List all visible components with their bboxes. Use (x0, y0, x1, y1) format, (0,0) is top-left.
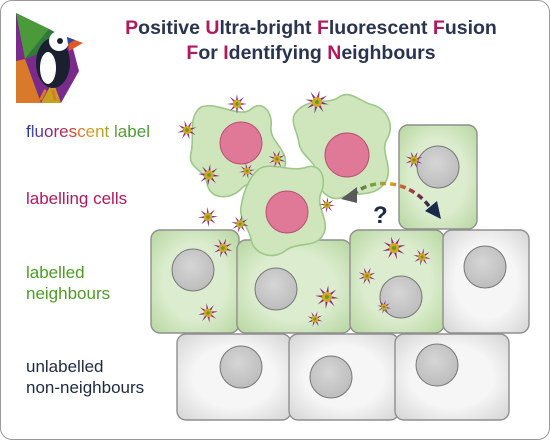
cell-nucleus (463, 245, 507, 289)
legend-letter: c (77, 122, 86, 141)
title-initial-letter: N (327, 42, 342, 64)
title-initial-letter: F (316, 17, 329, 39)
legend-labelled-neighbours: labelled neighbours (26, 262, 110, 304)
legend-labelling-cells: labelling cells (26, 189, 128, 208)
star-burst-icon (268, 150, 286, 168)
legend-unlabelled-line-2: non-neighbours (26, 378, 145, 397)
unlabelled-cell-row (176, 333, 510, 421)
star-burst-icon (377, 300, 391, 314)
legend-letter: l (146, 122, 150, 141)
puffin-logo (16, 13, 83, 103)
title-word-rest: ltra-bright (219, 17, 317, 39)
title-line-1: Positive Ultra-bright Fluorescent Fusion (91, 17, 531, 40)
title-word-rest: eighbours (341, 42, 436, 64)
title-word-rest: ositive (138, 17, 206, 39)
legend-letter: a (117, 122, 128, 141)
legend-letter: l (114, 122, 118, 141)
legend-letter: r (53, 122, 60, 141)
title-word-rest: dentifying (228, 42, 328, 64)
legend-letter: e (85, 122, 96, 141)
cell-nucleus (379, 275, 423, 319)
star-burst-icon (227, 94, 247, 114)
star-burst-icon (198, 164, 220, 186)
star-burst-icon (305, 90, 329, 114)
star-burst-icon (198, 303, 218, 323)
star-burst-icon (319, 197, 335, 213)
question-mark: ? (373, 202, 388, 229)
cell-nucleus (309, 355, 353, 399)
star-burst-icon (231, 215, 249, 233)
legend-unlabelled-line-1: unlabelled (26, 357, 104, 376)
star-burst-icon (382, 236, 406, 260)
legend-unlabelled-non-neighbours: unlabelled non-neighbours (26, 356, 144, 398)
legend-fluorescent-label: fluorescent label (26, 121, 150, 142)
legend-neighbours-line-1: labelled (26, 263, 85, 282)
cell-nucleus-pink (324, 132, 370, 178)
labelling-cells (189, 93, 391, 257)
legend-letter: e (59, 122, 69, 141)
title-line-2: For Identifying Neighbours (91, 42, 531, 65)
star-burst-icon (239, 163, 255, 179)
title-word-rest: or (198, 42, 224, 64)
legend-letter: l (30, 122, 35, 141)
title-word-rest: usion (444, 17, 497, 39)
cell-nucleus (415, 343, 459, 387)
fluorescent-labels (177, 90, 431, 327)
star-burst-icon (405, 151, 423, 169)
legend-letter: f (26, 122, 31, 141)
star-burst-icon (307, 311, 323, 327)
title-initial-letter: F (432, 17, 445, 39)
star-burst-icon (413, 248, 431, 266)
cell-nucleus (416, 145, 460, 189)
double-headed-arrow-icon (341, 181, 441, 219)
star-burst-icon (198, 207, 218, 227)
cell-nucleus-pink (265, 190, 309, 234)
title-initial-letter: I (223, 42, 229, 64)
title-initial-letter: P (125, 17, 139, 39)
star-burst-icon (358, 267, 376, 285)
star-burst-icon (213, 238, 233, 258)
star-burst-icon (315, 285, 339, 309)
legend-letter: u (34, 122, 44, 141)
neighbour-cell-row (150, 229, 530, 334)
legend-letter: b (127, 122, 137, 141)
legend-neighbours-line-2: neighbours (26, 284, 111, 303)
title-initial-letter: U (205, 17, 220, 39)
star-burst-icon (177, 120, 197, 140)
cell-nucleus-pink (219, 121, 263, 165)
title-word-rest: luorescent (328, 17, 433, 39)
legend-letter: t (104, 122, 110, 141)
cell-nucleus (171, 248, 215, 292)
cell-nucleus (219, 345, 263, 389)
legend-letter: o (43, 122, 54, 141)
title-initial-letter: F (186, 42, 199, 64)
cell-nucleus (254, 267, 298, 311)
legend-letter: e (136, 122, 147, 141)
legend-letter: n (95, 122, 105, 141)
legend-letter: s (68, 122, 78, 141)
